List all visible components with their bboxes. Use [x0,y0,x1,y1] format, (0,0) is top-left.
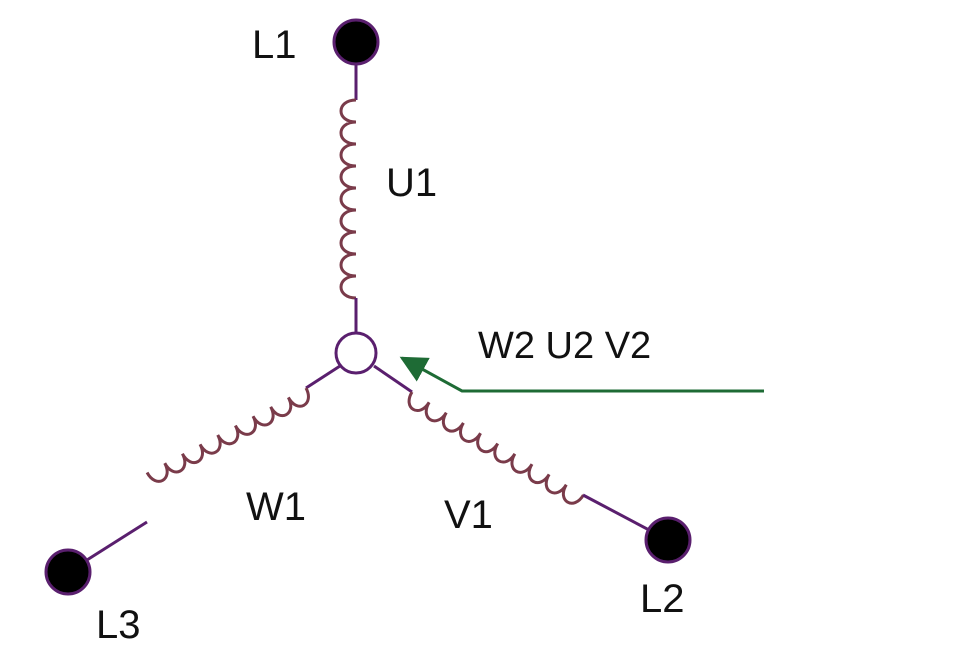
coil-u1 [339,98,357,300]
terminal-l1 [332,18,380,66]
star-point [334,331,378,375]
label-l2: L2 [640,577,685,621]
coil-w1 [145,387,310,483]
star-point-pointer [399,356,764,393]
label-w1: W1 [246,485,306,529]
terminal-l3 [44,548,92,596]
label-l3: L3 [96,603,141,647]
label-u1: U1 [386,161,437,205]
wire-w1-top [305,364,341,390]
pointer-arrow [399,356,764,393]
branch-w1 [67,364,341,574]
label-l1: L1 [252,23,297,67]
label-star-point: W2 U2 V2 [478,325,651,367]
coil-v1 [407,391,585,505]
label-v1: V1 [444,493,493,537]
wire-v1-top [373,364,413,394]
terminal-l2 [644,516,692,564]
branch-u1 [339,62,358,334]
